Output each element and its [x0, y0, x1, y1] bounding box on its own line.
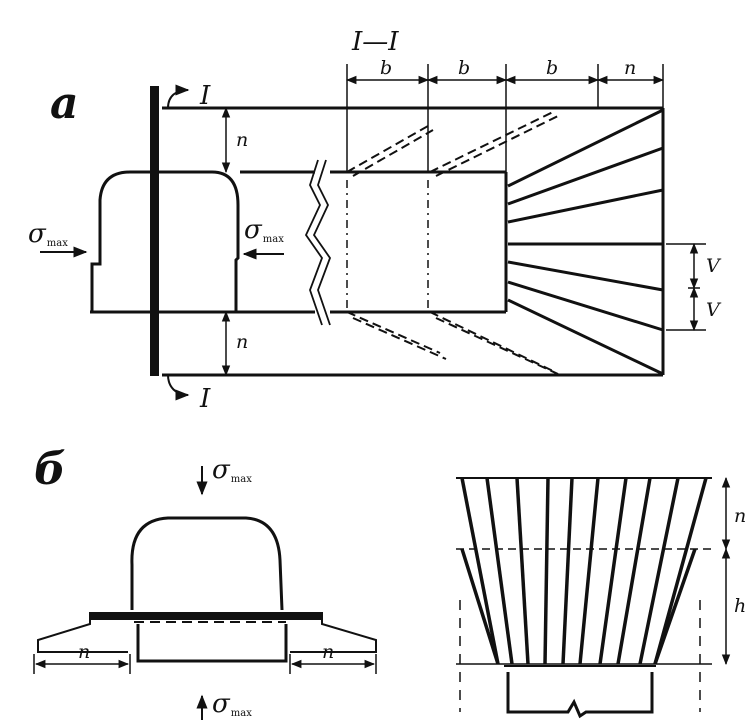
shoulder-right [290, 612, 377, 653]
shoulder-left [37, 612, 128, 653]
dim-v-upper: V [706, 255, 722, 277]
dim-n-top-right: n [624, 57, 636, 79]
right-v-dimensions [666, 242, 706, 332]
svg-text:σmax: σmax [244, 215, 284, 245]
sigma-max-bottom: σmax [196, 689, 252, 720]
section-mark-bottom: I [167, 374, 211, 414]
beam-outline [90, 106, 665, 377]
dim-n-lower: n [236, 331, 248, 353]
section-mark-top-label: I [199, 81, 211, 111]
section-mark-bottom-label: I [199, 384, 211, 414]
dim-n-cage: n [734, 505, 746, 527]
plate-b [90, 612, 322, 620]
panel-a-label: a [50, 78, 79, 129]
section-title: I—I [351, 27, 399, 57]
bearing-block-b [130, 516, 284, 611]
dim-b-1: b [380, 57, 392, 79]
dim-h-cage: h [734, 595, 746, 617]
dim-n-b-left: n [78, 641, 90, 663]
dim-b-2: b [458, 57, 470, 79]
sigma-max-left: σmax [28, 219, 88, 258]
bearing-block [90, 170, 240, 312]
pad-b [136, 624, 288, 663]
fan-bars [507, 108, 664, 376]
svg-text:σmax: σmax [212, 455, 252, 485]
svg-text:σmax: σmax [212, 689, 252, 719]
break-line [304, 159, 324, 326]
bar-cage [460, 477, 708, 665]
sigma-max-top: σmax [196, 455, 252, 496]
top-dimension-chain [345, 64, 665, 172]
sigma-max-right: σmax [242, 215, 284, 260]
svg-text:σmax: σmax [28, 219, 68, 249]
dim-b-3: b [546, 57, 558, 79]
dim-n-upper: n [236, 129, 248, 151]
wall-section-bar [150, 86, 159, 376]
dashed-bars-top [346, 111, 559, 177]
section-mark-top: I [167, 81, 211, 111]
dim-v-lower: V [706, 299, 722, 321]
b-n-dimensions [33, 654, 377, 674]
dim-n-b-right: n [322, 641, 334, 663]
dashed-bars-bottom [346, 311, 559, 375]
panel-b-label: б [34, 444, 66, 495]
cage-base [506, 672, 654, 719]
